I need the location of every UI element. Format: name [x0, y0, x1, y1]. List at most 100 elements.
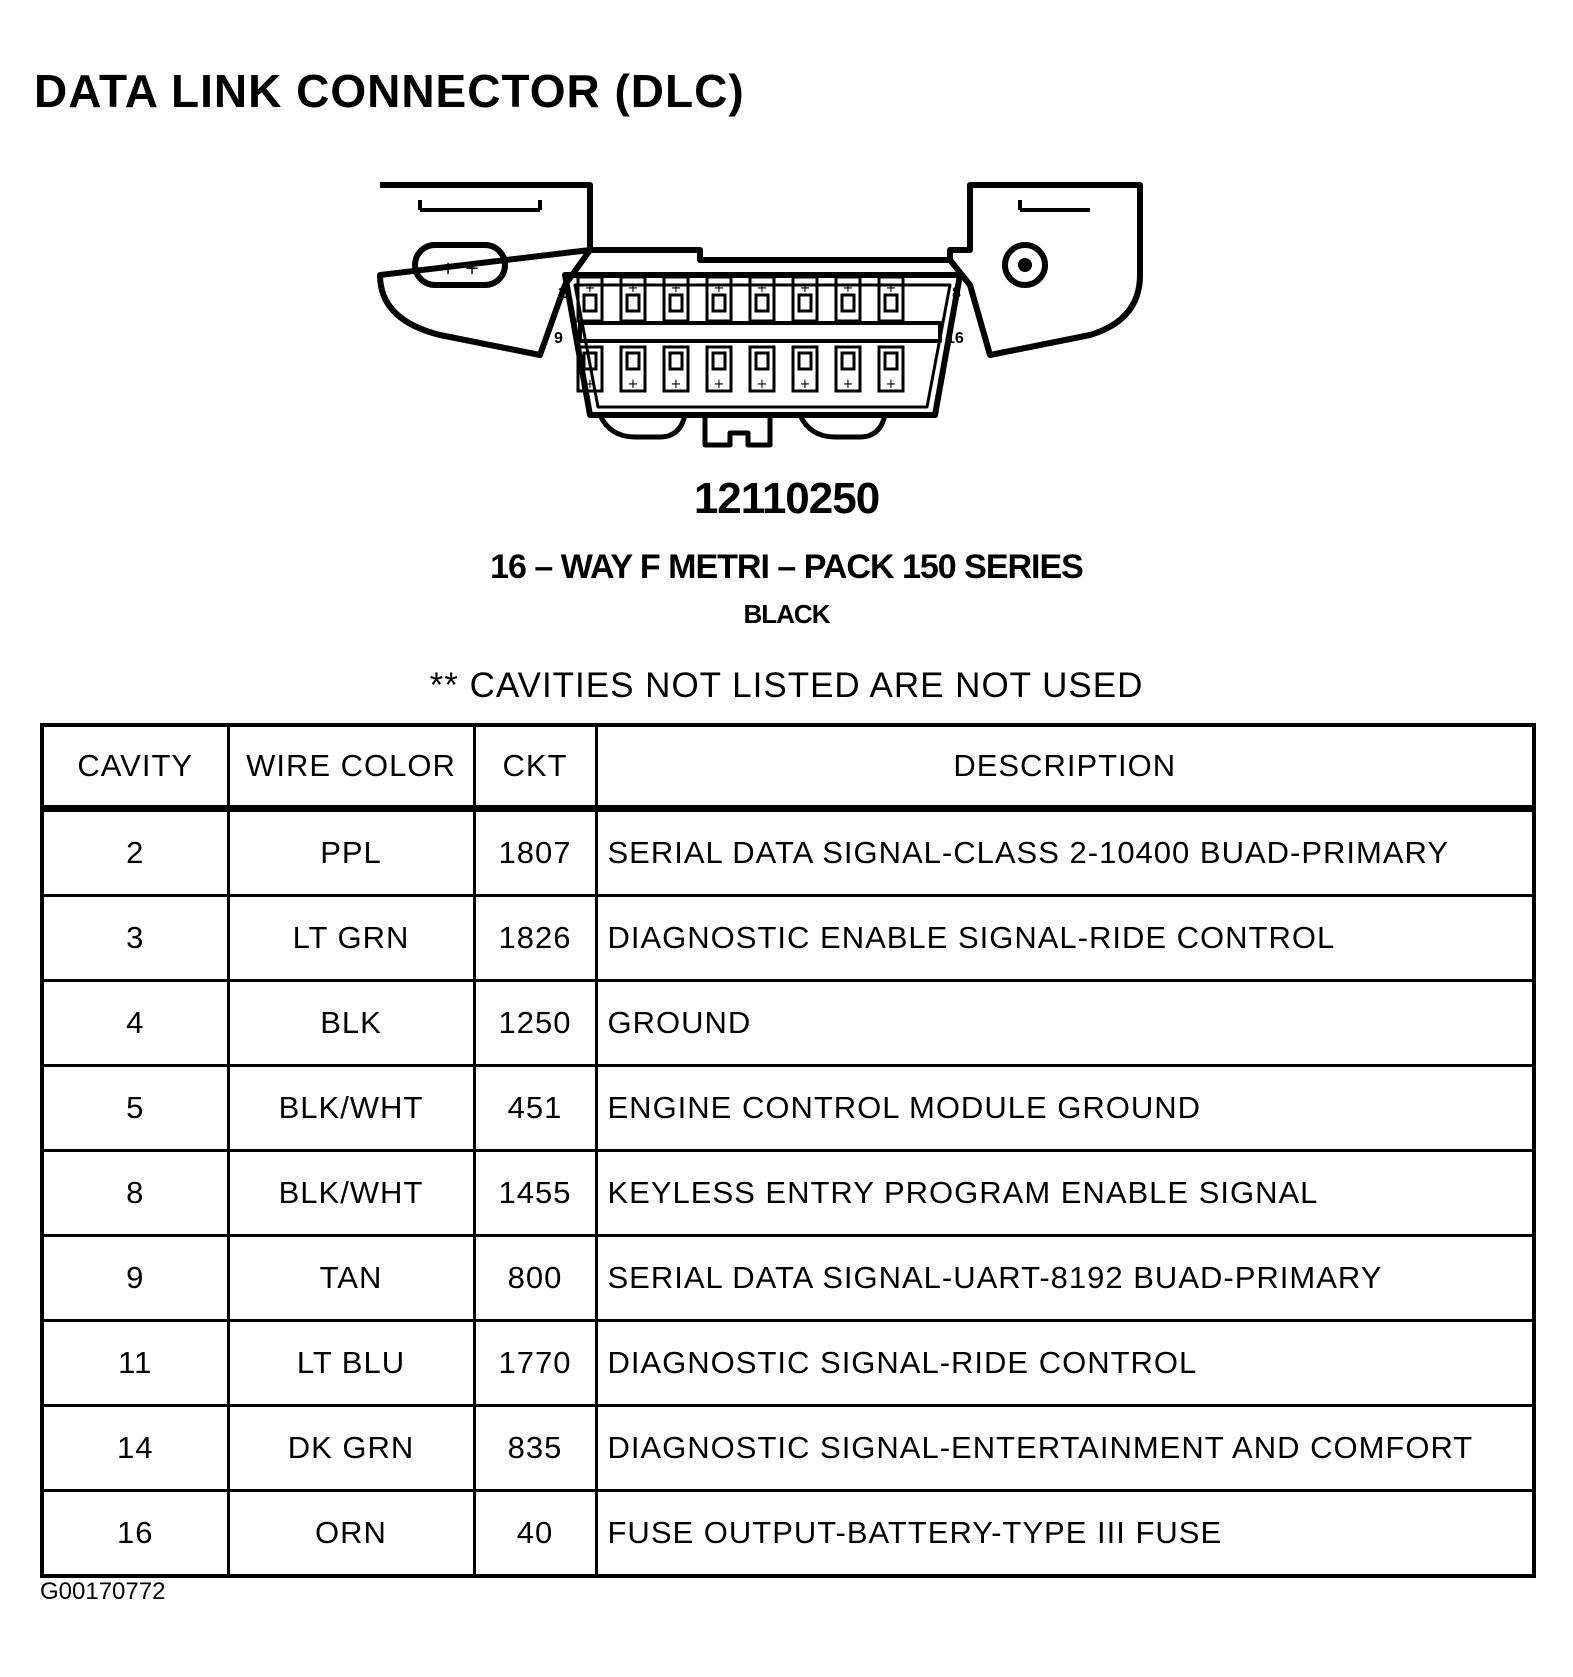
- pin-plus-mark: +: [585, 377, 596, 392]
- pin-label-9: 9: [554, 330, 563, 347]
- mounting-hole-right: [1002, 242, 1048, 288]
- pin-plus-mark: +: [843, 377, 854, 392]
- cell-ckt: 1770: [472, 1319, 598, 1407]
- cell-description: SERIAL DATA SIGNAL-UART-8192 BUAD-PRIMAR…: [594, 1234, 1536, 1322]
- cell-cavity: 3: [40, 894, 230, 982]
- pin-terminal: [619, 345, 647, 393]
- pin-terminal: [619, 275, 647, 323]
- cell-cavity: 2: [40, 807, 230, 897]
- pin-plus-mark: +: [800, 281, 811, 296]
- pin-contact: [840, 293, 856, 313]
- header-description: DESCRIPTION: [594, 723, 1536, 812]
- header-cavity: CAVITY: [40, 723, 230, 812]
- pin-terminal: [662, 275, 690, 323]
- connector-center-bar: [578, 321, 942, 343]
- pin-plus-mark: +: [628, 281, 639, 296]
- header-ckt: CKT: [472, 723, 598, 812]
- pin-terminal: [705, 275, 733, 323]
- cell-cavity: 5: [40, 1064, 230, 1152]
- pin-plus-mark: +: [671, 377, 682, 392]
- pin-plus-mark: +: [671, 281, 682, 296]
- table-header-row: CAVITY WIRE COLOR CKT DESCRIPTION: [40, 723, 1536, 812]
- pin-terminal: [877, 345, 905, 393]
- pin-contact: [668, 293, 684, 313]
- cell-description: ENGINE CONTROL MODULE GROUND: [594, 1064, 1536, 1152]
- pin-contact: [883, 293, 899, 313]
- pin-plus-mark: +: [714, 281, 725, 296]
- pin-contact: [668, 351, 684, 371]
- cell-description: GROUND: [594, 979, 1536, 1067]
- pin-contact: [797, 293, 813, 313]
- part-number: 12110250: [693, 474, 880, 523]
- cell-ckt: 40: [472, 1489, 598, 1578]
- pin-plus-mark: +: [800, 377, 811, 392]
- svg-text:+: +: [440, 258, 455, 279]
- pin-contact: [625, 293, 641, 313]
- part-description: 16 – WAY F METRI – PACK 150 SERIES: [490, 548, 1084, 586]
- cell-cavity: 14: [40, 1404, 230, 1492]
- dlc-connector-drawing: + + ++++++++++++++++ 1 8 9 16: [377, 182, 1143, 448]
- figure-code: G00170772: [40, 1578, 166, 1605]
- pin-contact: [840, 351, 856, 371]
- connector-face-outline: [562, 272, 963, 418]
- pin-plus-mark: +: [757, 281, 768, 296]
- pin-contact: [797, 351, 813, 371]
- pin-terminal: [877, 275, 905, 323]
- pin-terminal: [748, 345, 776, 393]
- svg-text:+: +: [464, 258, 479, 279]
- cell-wire-color: LT GRN: [226, 894, 476, 982]
- pin-plus-mark: +: [886, 281, 897, 296]
- cell-cavity: 16: [40, 1489, 230, 1578]
- pin-terminal: [791, 275, 819, 323]
- pin-terminal: [705, 345, 733, 393]
- cell-wire-color: ORN: [226, 1489, 476, 1578]
- pin-plus-mark: +: [585, 281, 596, 296]
- cell-description: DIAGNOSTIC SIGNAL-ENTERTAINMENT AND COMF…: [594, 1404, 1536, 1492]
- pin-terminal: [834, 345, 862, 393]
- diagram-title: DATA LINK CONNECTOR (DLC): [34, 65, 745, 117]
- cell-cavity: 8: [40, 1149, 230, 1237]
- pin-contact: [883, 351, 899, 371]
- pin-plus-mark: +: [757, 377, 768, 392]
- pin-terminal: [576, 275, 604, 323]
- pin-terminal: [834, 275, 862, 323]
- cell-cavity: 11: [40, 1319, 230, 1407]
- pin-contact: [582, 351, 598, 371]
- cell-ckt: 1807: [472, 807, 598, 897]
- pin-terminal: [576, 345, 604, 393]
- cell-wire-color: BLK/WHT: [226, 1064, 476, 1152]
- pin-contact: [754, 293, 770, 313]
- cell-description: FUSE OUTPUT-BATTERY-TYPE III FUSE: [594, 1489, 1536, 1578]
- cell-cavity: 9: [40, 1234, 230, 1322]
- part-color: BLACK: [743, 599, 831, 629]
- cell-description: KEYLESS ENTRY PROGRAM ENABLE SIGNAL: [594, 1149, 1536, 1237]
- pin-contact: [754, 351, 770, 371]
- mounting-hole-left: [412, 242, 508, 288]
- pin-terminal: [662, 345, 690, 393]
- pin-plus-mark: +: [886, 377, 897, 392]
- cell-ckt: 1826: [472, 894, 598, 982]
- cell-wire-color: TAN: [226, 1234, 476, 1322]
- pin-contact: [711, 293, 727, 313]
- connector-housing-outline: [377, 182, 1143, 358]
- cell-ckt: 1455: [472, 1149, 598, 1237]
- cell-ckt: 835: [472, 1404, 598, 1492]
- bottom-latch: [597, 413, 688, 440]
- cell-description: SERIAL DATA SIGNAL-CLASS 2-10400 BUAD-PR…: [594, 807, 1536, 897]
- pin-plus-mark: +: [628, 377, 639, 392]
- header-wire-color: WIRE COLOR: [226, 723, 476, 812]
- cell-ckt: 1250: [472, 979, 598, 1067]
- pin-plus-mark: +: [714, 377, 725, 392]
- cell-cavity: 4: [40, 979, 230, 1067]
- pin-plus-mark: +: [843, 281, 854, 296]
- pin-contact: [711, 351, 727, 371]
